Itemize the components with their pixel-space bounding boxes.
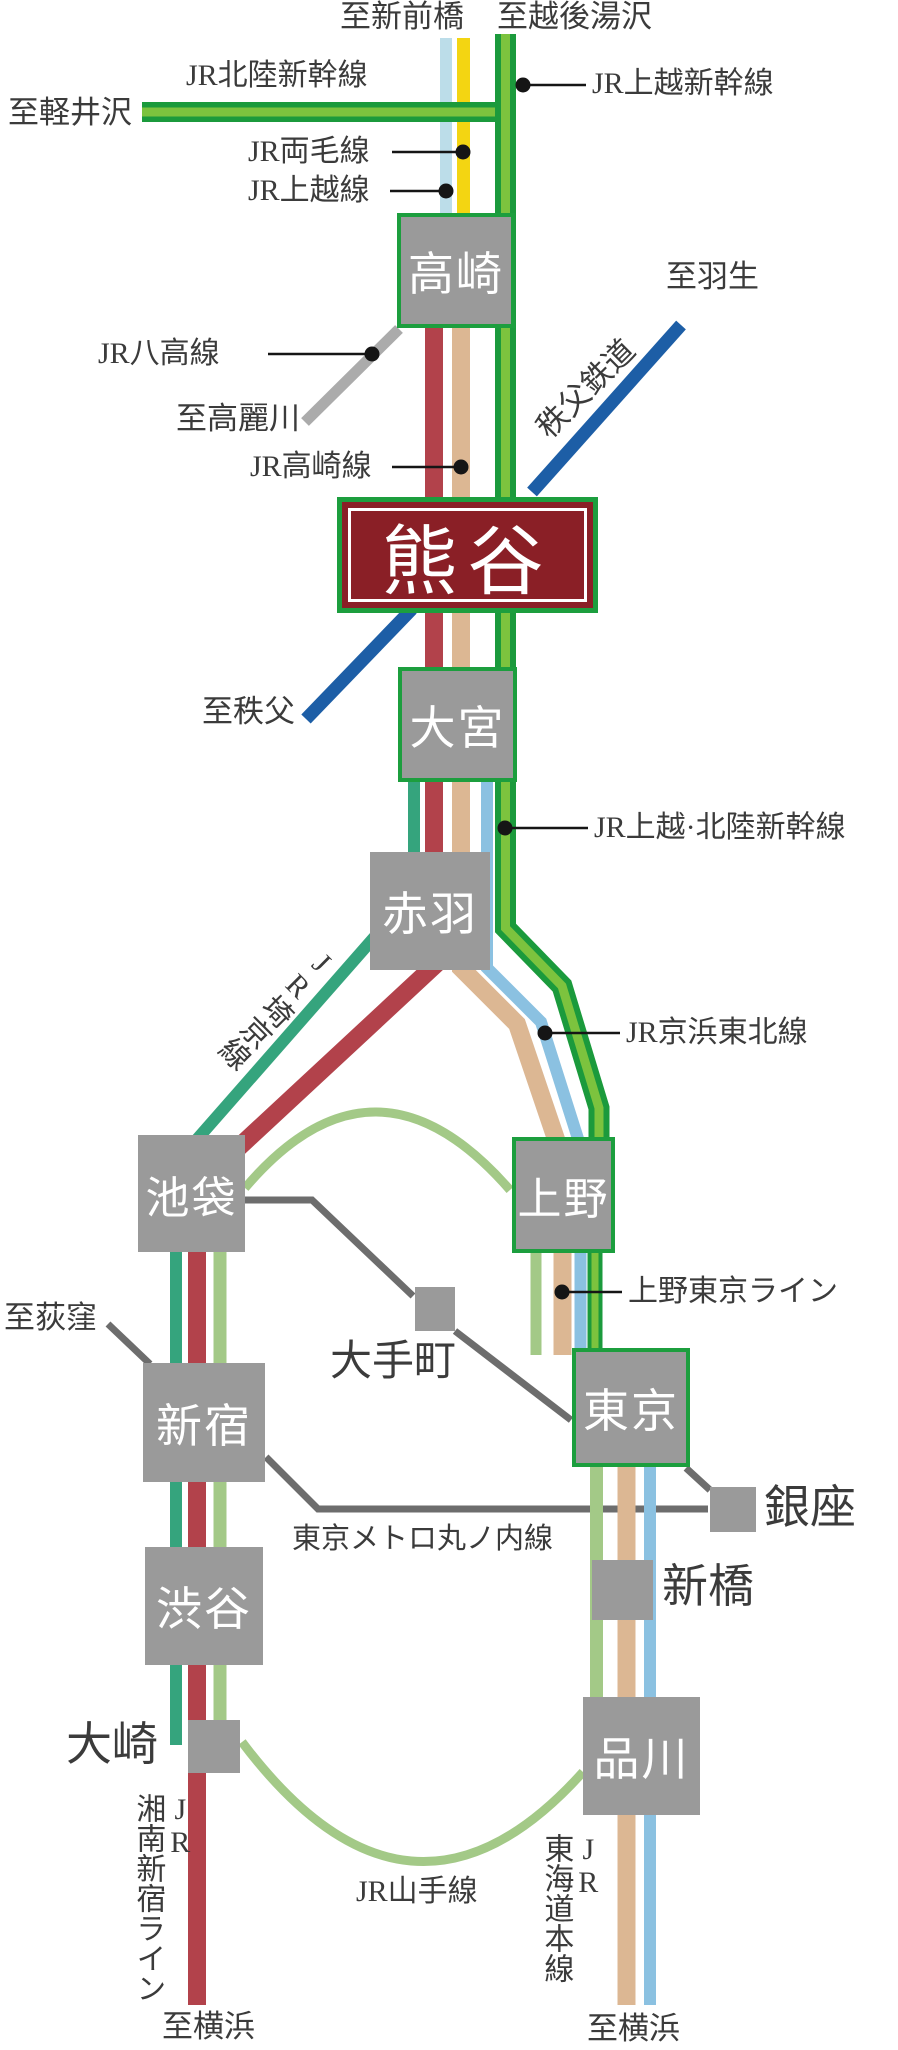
- marunouchi-line-tokyo-ginza: [683, 1465, 713, 1493]
- label-marunouchi-line: 東京メトロ丸ノ内線: [292, 1523, 554, 1555]
- label-osaki: 大崎: [66, 1719, 158, 1770]
- label-ueno-tokyo-line: 上野東京ライン: [628, 1275, 838, 1308]
- hachiko-line: [301, 325, 403, 426]
- yamanote-arc-top: [241, 1107, 514, 1193]
- label-takasaki-line: JR高崎線: [250, 450, 372, 483]
- station-omiya: 大宮: [398, 667, 517, 782]
- marunouchi-line-otemachi-tokyo: [452, 1328, 574, 1423]
- endpoint-chichibu: 至秩父: [202, 694, 295, 729]
- callout-dot-ueno-tokyo: [554, 1284, 570, 1300]
- station-kumagaya-inner-frame: 熊谷: [348, 508, 587, 605]
- label-joetsu-line: JR上越線: [248, 174, 370, 207]
- label-ryomo-line: JR両毛線: [248, 135, 370, 168]
- label-keihin-tohoku-line: JR京浜東北線: [626, 1016, 808, 1049]
- endpoint-komagawa: 至高麗川: [176, 401, 300, 436]
- label-shonan-shinjuku-line: JR 湘南新宿ライン: [131, 1793, 196, 2003]
- station-akabane-label: 赤羽: [382, 889, 478, 940]
- endpoint-karuizawa: 至軽井沢: [8, 95, 132, 130]
- endpoint-ogikubo: 至荻窪: [4, 1300, 97, 1335]
- marunouchi-line-ogikubo-shinjuku: [105, 1321, 153, 1367]
- label-joetsu-hokuriku-shinkansen: JR上越·北陸新幹線: [594, 811, 846, 844]
- callout-dot-joetsu-line: [438, 183, 454, 199]
- label-otemachi: 大手町: [330, 1339, 457, 1385]
- station-otemachi-marker: [415, 1287, 455, 1331]
- callout-dot-keihin-tohoku: [537, 1025, 553, 1041]
- callout-dot-joetsu-hokuriku: [497, 820, 513, 836]
- station-ueno: 上野: [512, 1137, 615, 1253]
- station-osaki-marker: [188, 1720, 240, 1773]
- station-shibuya-label: 渋谷: [156, 1584, 252, 1635]
- chichibu-railway-upper: [527, 320, 686, 497]
- station-tokyo: 東京: [572, 1348, 690, 1467]
- takasaki-line-main: [452, 328, 567, 1148]
- endpoint-echigo-yuzawa: 至越後湯沢: [497, 0, 652, 34]
- label-ginza: 銀座: [764, 1482, 856, 1533]
- label-tokaido-prefix: JR: [571, 1833, 605, 1899]
- endpoint-hanyu: 至羽生: [666, 259, 759, 294]
- station-takasaki: 高崎: [397, 213, 515, 328]
- station-shinagawa: 品川: [583, 1697, 700, 1815]
- station-shinjuku: 新宿: [143, 1363, 265, 1482]
- marunouchi-line-ikebukuro-otemachi: [245, 1196, 416, 1299]
- callout-dot-joetsu-shinkansen: [515, 77, 531, 93]
- station-ueno-label: 上野: [517, 1175, 610, 1224]
- station-takasaki-label: 高崎: [408, 248, 504, 300]
- callout-dot-takasaki-line: [453, 459, 469, 475]
- label-hokuriku-shinkansen: JR北陸新幹線: [186, 59, 368, 92]
- station-ginza-marker: [710, 1487, 756, 1532]
- chichibu-railway-lower: [301, 604, 417, 724]
- station-tokyo-label: 東京: [583, 1385, 679, 1437]
- joetsu-shinkansen-main-core: [501, 34, 604, 1145]
- label-shimbashi: 新橋: [662, 1561, 754, 1612]
- station-ikebukuro-label: 池袋: [145, 1173, 238, 1223]
- endpoint-yokohama-right: 至横浜: [587, 2011, 680, 2046]
- label-tokaido-line: JR 東海道本線: [539, 1833, 604, 1983]
- endpoint-yokohama-left: 至横浜: [162, 2009, 255, 2044]
- callouts: [268, 77, 622, 1300]
- station-omiya-label: 大宮: [409, 702, 506, 754]
- endpoint-shin-maebashi: 至新前橋: [340, 0, 464, 34]
- label-joetsu-shinkansen: JR上越新幹線: [592, 67, 774, 100]
- label-tokaido-name: 東海道本線: [539, 1833, 573, 1983]
- station-shinagawa-label: 品川: [593, 1734, 690, 1785]
- station-kumagaya-label: 熊谷: [381, 521, 554, 605]
- callout-dot-hachiko: [364, 346, 380, 362]
- station-akabane: 赤羽: [370, 852, 490, 970]
- label-shonan-shinjuku-name: 湘南新宿ライン: [131, 1793, 165, 2003]
- marunouchi-line-shinjuku-ginza: [263, 1454, 708, 1513]
- label-shonan-shinjuku-prefix: JR: [163, 1793, 197, 1859]
- station-shibuya: 渋谷: [145, 1547, 263, 1665]
- yamanote-arc-bottom: [238, 1739, 587, 1867]
- station-shinjuku-label: 新宿: [156, 1400, 252, 1452]
- station-shimbashi-marker: [592, 1560, 653, 1620]
- station-kumagaya: 熊谷: [337, 497, 598, 613]
- callout-dot-ryomo: [455, 144, 471, 160]
- label-hachiko-line: JR八高線: [98, 337, 220, 370]
- label-yamanote-line: JR山手線: [356, 1875, 478, 1908]
- station-ikebukuro: 池袋: [138, 1135, 245, 1252]
